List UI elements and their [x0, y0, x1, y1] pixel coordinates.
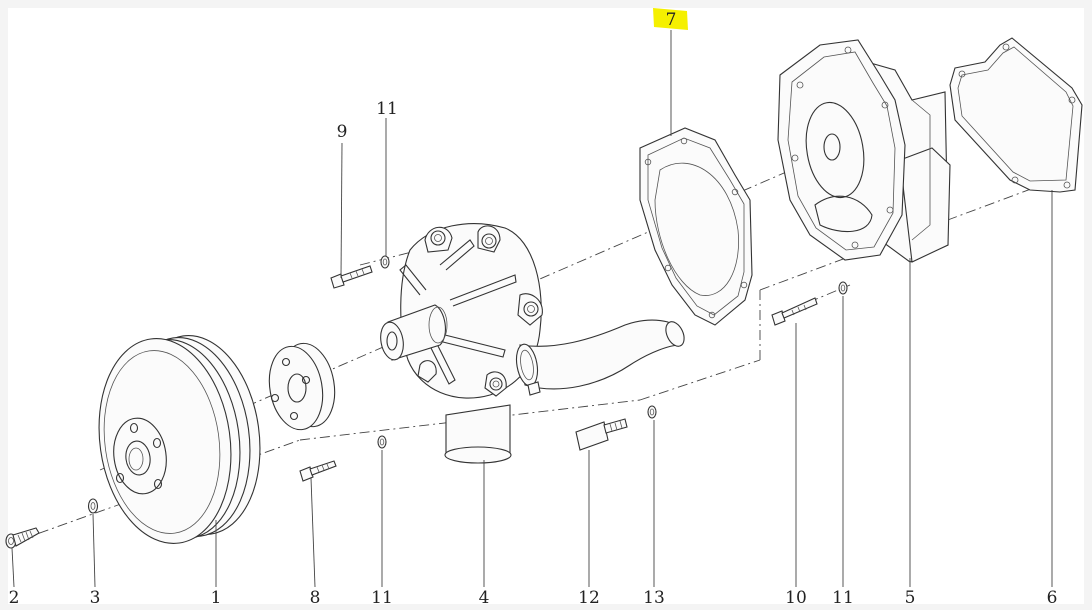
stud-12-part [575, 418, 628, 451]
callout-1-label: 1 [211, 588, 222, 608]
gasket-7-part [639, 127, 753, 326]
callout-9-label: 9 [337, 122, 348, 142]
bolt-10-part [771, 297, 818, 326]
callout-11-low-label: 11 [371, 588, 393, 608]
washer-13-part [647, 405, 657, 419]
washer-3-part [87, 498, 99, 514]
washer-11-low-part [377, 435, 387, 449]
callout-11-right-label: 11 [832, 588, 854, 608]
callout-3-label: 3 [90, 588, 101, 608]
washer-11-right-part [838, 281, 848, 295]
callout-labels: 7 9 11 2 3 1 8 11 4 12 13 10 11 5 6 [9, 10, 1058, 608]
water-pump-housing-part [380, 223, 685, 464]
pump-cover-housing-5-part [777, 39, 951, 263]
hub-spacer-part [268, 342, 336, 431]
bolt-8-part [299, 460, 337, 482]
callout-8-label: 8 [310, 588, 321, 608]
gasket-6-part [949, 37, 1083, 193]
callout-6-label: 6 [1047, 588, 1058, 608]
callout-11-top-label: 11 [376, 99, 398, 119]
bolt-2-part [5, 527, 40, 549]
callout-4-label: 4 [479, 588, 490, 608]
callout-7-highlight [653, 8, 688, 30]
pulley-part [98, 335, 261, 544]
callout-5-label: 5 [905, 588, 916, 608]
callout-12-label: 12 [578, 588, 600, 608]
callout-7-label: 7 [666, 10, 677, 30]
callout-13-label: 13 [643, 588, 665, 608]
callout-2-label: 2 [9, 588, 20, 608]
washer-11-top-part [380, 255, 390, 269]
callout-10-label: 10 [785, 588, 807, 608]
leader-lines [11, 30, 1053, 588]
